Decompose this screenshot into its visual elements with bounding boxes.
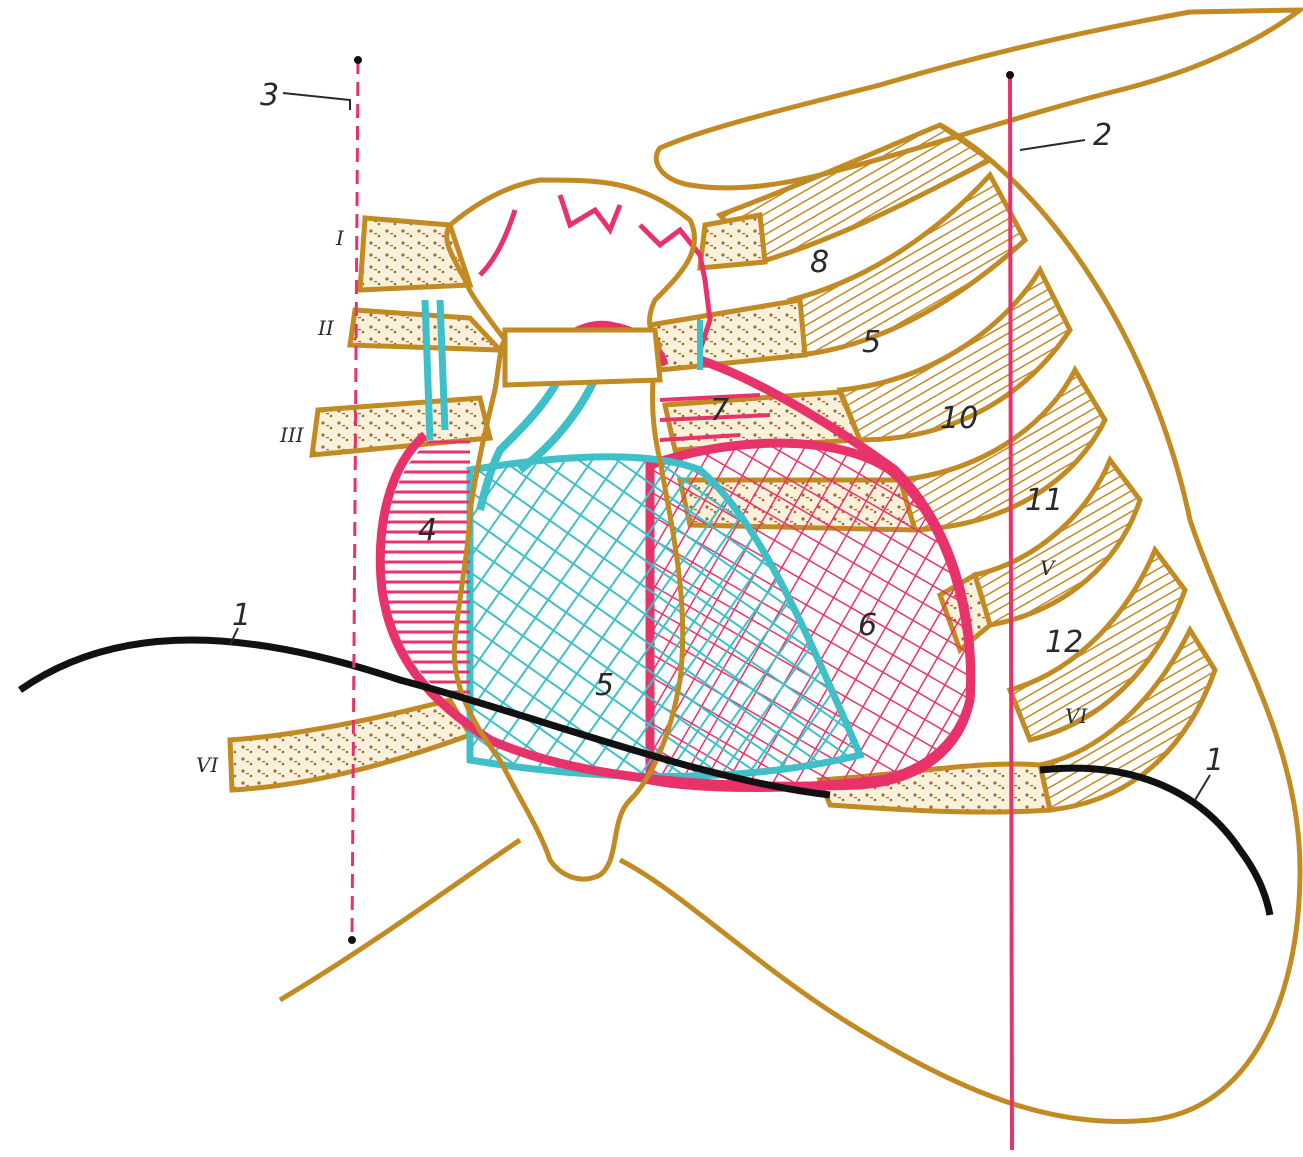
label-line-2: 2 — [1093, 118, 1112, 153]
line-2-solid — [1010, 78, 1012, 1150]
label-rib-VI-left: VI — [1065, 704, 1088, 728]
label-rib-III: III — [279, 423, 305, 447]
line-3-dashed — [352, 60, 358, 940]
label-right-ventricle: 5 — [595, 668, 614, 703]
label-right-atrium: 4 — [418, 513, 437, 548]
costal-margin-right — [280, 840, 520, 1000]
label-intercostal-5: 5 — [862, 325, 881, 360]
label-intercostal-8: 8 — [810, 245, 829, 280]
label-rib-II: II — [317, 316, 335, 340]
label-diaphragm-left: 1 — [1205, 743, 1224, 778]
label-diaphragm-right: 1 — [232, 598, 251, 633]
label-intercostal-10: 10 — [940, 401, 978, 436]
label-intercostal-11: 11 — [1025, 483, 1063, 518]
label-rib-I: I — [335, 226, 345, 250]
label-rib-V-left: V — [1040, 556, 1057, 580]
label-left-ventricle: 6 — [858, 608, 877, 643]
label-left-atrium: 7 — [710, 393, 729, 428]
label-intercostal-12: 12 — [1045, 625, 1083, 660]
label-rib-VI-right: VI — [196, 753, 219, 777]
label-line-3: 3 — [260, 78, 279, 113]
